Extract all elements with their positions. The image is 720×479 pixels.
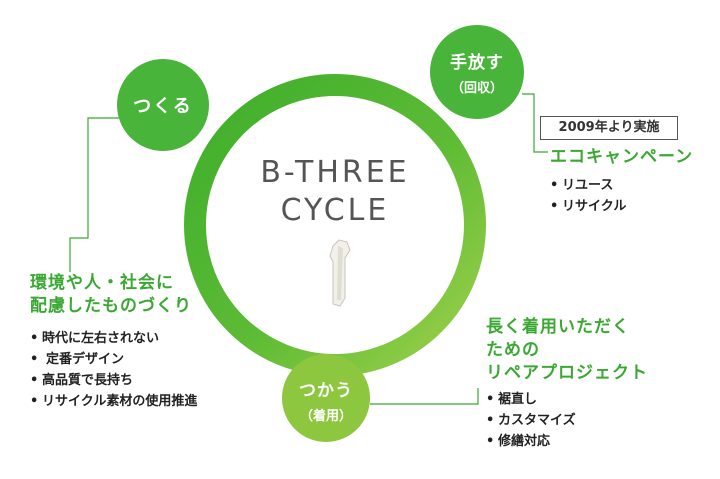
node-release-label: 手放す [450,52,504,73]
right-bottom-text-block: 長く着用いただく ための リペアプロジェクト 裾直し カスタマイズ 修繕対応 [486,316,648,452]
leader-line-bottom-right [370,388,479,405]
diagram-title-line2: CYCLE [281,193,390,228]
left-heading-line2: 配慮したものづくり [30,296,192,316]
node-use: つかう （着用） [282,354,370,442]
list-item: 裾直し [486,389,648,410]
node-make-label: つくる [133,96,193,117]
repair-heading-line3: リペアプロジェクト [486,363,648,383]
list-item: カスタマイズ [486,410,648,431]
node-release-sub: （回収） [451,80,503,96]
list-item: リサイクル [550,196,693,217]
list-item: リサイクル素材の使用推進 [30,391,197,412]
left-heading-line1: 環境や人・社会に [30,273,174,293]
since-2009-tag: 2009年より実施 [540,116,678,140]
diagram-title-line1: B-THREE [260,155,409,190]
node-make: つくる [117,59,209,151]
node-release: 手放す （回収） [430,25,524,119]
right-top-text-block: エコキャンペーン リユース リサイクル [550,146,693,217]
list-item: 時代に左右されない [30,328,197,349]
left-list: 時代に左右されない 定番デザイン 高品質で長持ち リサイクル素材の使用推進 [30,328,197,412]
eco-campaign-heading: エコキャンペーン [550,147,694,167]
node-use-sub: （着用） [300,408,352,424]
repair-list: 裾直し カスタマイズ 修繕対応 [486,389,648,452]
list-item: 高品質で長持ち [30,370,197,391]
node-use-label: つかう [299,381,353,401]
list-item: 修繕対応 [486,431,648,452]
list-item: リユース [550,175,693,196]
hanger-icon [329,239,351,307]
repair-heading-line2: ための [486,340,540,360]
leader-line-top-right [522,93,548,153]
repair-heading-line1: 長く着用いただく [486,317,630,337]
cycle-ring-inner [215,105,455,345]
list-item: 定番デザイン [30,349,197,370]
leader-line-left [69,117,125,272]
left-text-block: 環境や人・社会に 配慮したものづくり 時代に左右されない 定番デザイン 高品質で… [30,272,197,412]
eco-campaign-list: リユース リサイクル [550,175,693,217]
